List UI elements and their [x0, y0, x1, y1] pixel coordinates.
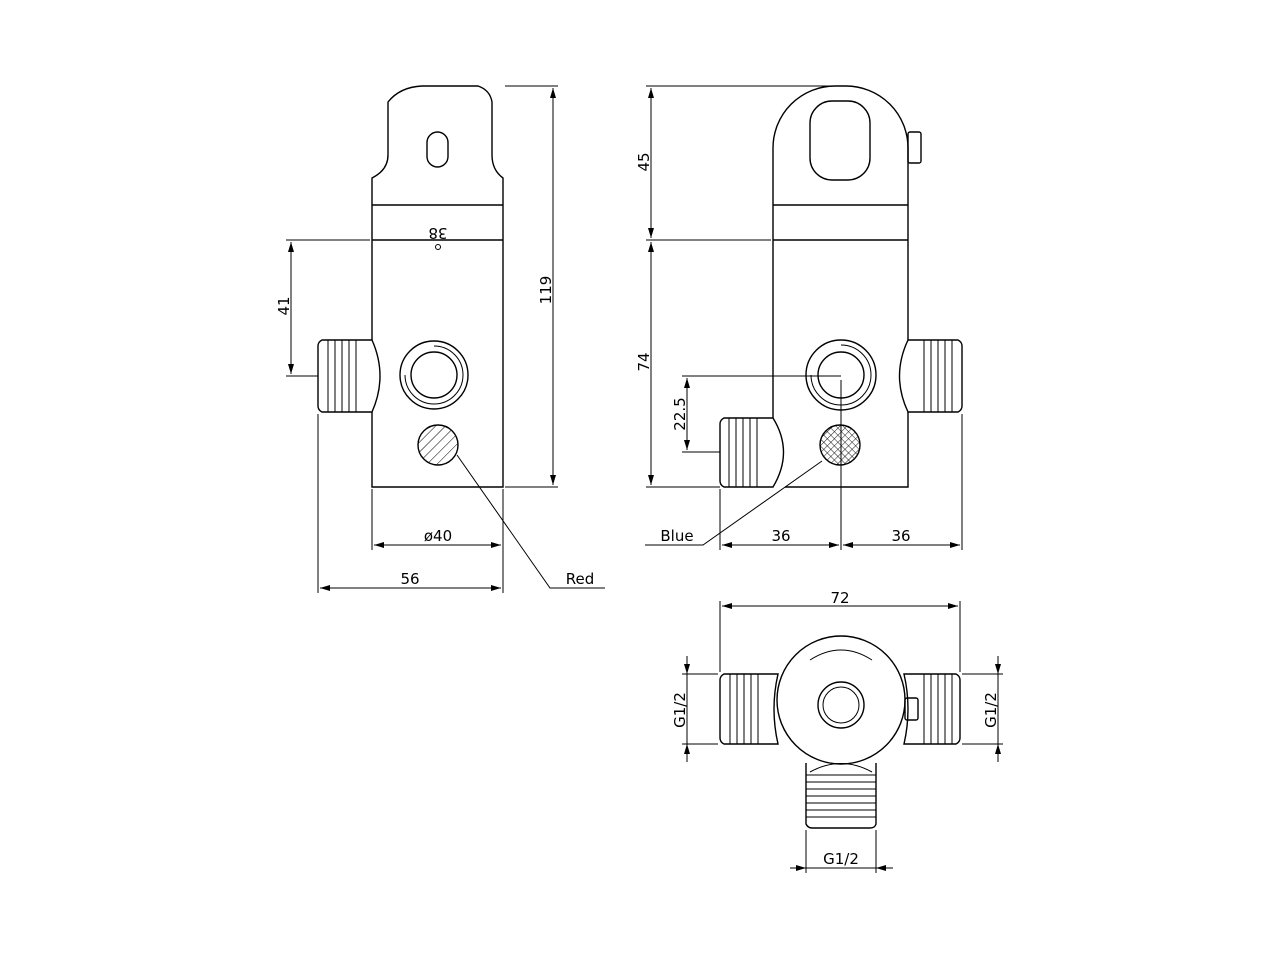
blue-leader: [645, 460, 823, 546]
front-body-outline: [371, 85, 504, 488]
left-inlet-fitting: [317, 339, 381, 413]
dim-top-height: 45: [635, 152, 653, 171]
red-label: Red: [566, 570, 595, 588]
outlet-ring-outer: [399, 340, 469, 410]
outlet-ring-mid: [404, 345, 464, 405]
red-leader: [456, 454, 605, 589]
side-body-outline: [772, 85, 909, 488]
dim-body-diameter: ø40: [424, 527, 452, 545]
dim-lower-height: 74: [635, 352, 653, 371]
red-indicator: [417, 424, 459, 466]
right-outlet-fitting: [898, 339, 963, 413]
left-fitting: [719, 673, 779, 745]
body-circle: [776, 635, 906, 765]
left-inlet-fitting: [719, 417, 785, 488]
blue-indicator: [819, 424, 861, 466]
side-view: 45 74 22.5 36 36 Blue: [635, 85, 963, 550]
right-fitting: [903, 673, 961, 745]
outlet-ring-mid: [810, 344, 872, 406]
small-hole: [435, 244, 441, 250]
bottom-view: 72 G1/2 G1/2 G1/2: [671, 589, 1003, 873]
bottom-fitting: [805, 763, 877, 829]
outlet-ring-inner: [822, 686, 860, 724]
thread-right: G1/2: [982, 692, 1000, 728]
dim-right-width: 36: [891, 527, 910, 545]
dim-top-width: 38: [428, 224, 447, 242]
dim-height: 119: [537, 276, 555, 305]
mounting-slot: [426, 131, 449, 168]
outlet-ring-outer: [817, 681, 865, 729]
dim-inlet-height: 41: [275, 296, 293, 315]
dim-left-width: 36: [771, 527, 790, 545]
front-view: 38 119 41 ø40 56 Red: [275, 85, 605, 593]
blue-label: Blue: [660, 527, 693, 545]
dim-offset: 22.5: [671, 397, 689, 430]
dim-overall-width: 72: [830, 589, 849, 607]
outlet-ring-inner: [410, 351, 458, 399]
side-tab: [907, 131, 922, 164]
mounting-slot: [809, 100, 871, 181]
thread-bottom: G1/2: [823, 850, 859, 868]
thread-left: G1/2: [671, 692, 689, 728]
dim-overall-width: 56: [400, 570, 419, 588]
side-tab: [904, 697, 919, 721]
